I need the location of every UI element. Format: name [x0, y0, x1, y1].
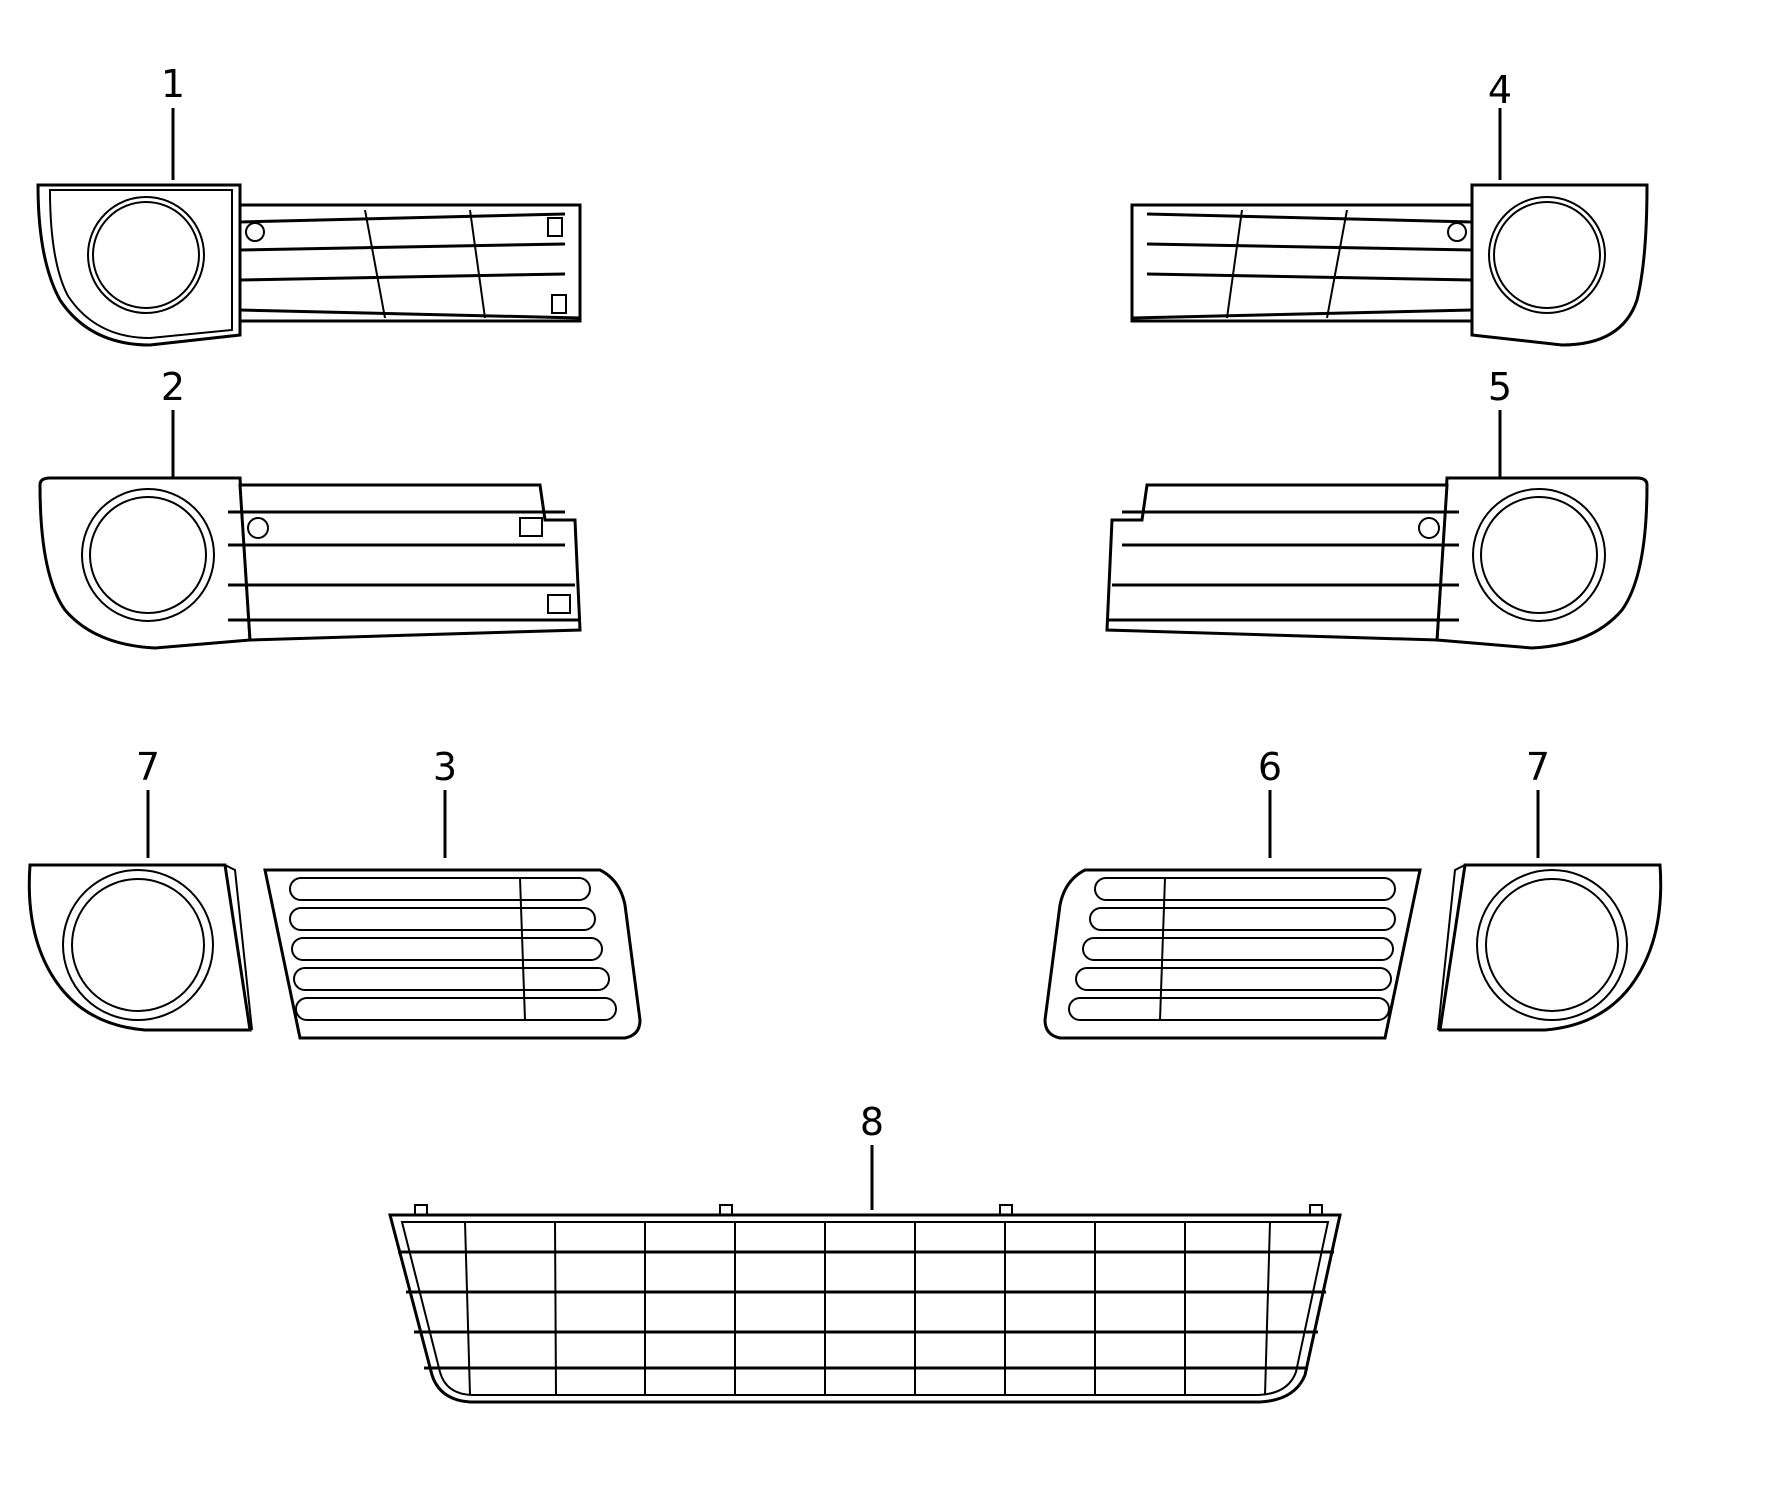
callout-8: 8 [860, 1100, 884, 1144]
callout-7-right: 7 [1526, 745, 1550, 789]
part-2-grille [38, 476, 582, 650]
callout-7-left: 7 [136, 745, 160, 789]
part-6-vent [1043, 868, 1422, 1040]
part-3-vent [263, 868, 642, 1040]
callout-6: 6 [1258, 745, 1282, 789]
part-7-right-bezel [1437, 863, 1663, 1032]
callout-3: 3 [433, 745, 457, 789]
part-5-grille [1105, 476, 1649, 650]
part-7-left-bezel [27, 863, 253, 1032]
callout-2: 2 [161, 365, 185, 409]
part-8-lower-grille [388, 1204, 1342, 1404]
callout-5: 5 [1488, 365, 1512, 409]
callout-4: 4 [1488, 68, 1512, 112]
callout-1: 1 [161, 62, 185, 106]
part-1-grille [36, 183, 582, 347]
part-4-grille [1130, 183, 1649, 347]
